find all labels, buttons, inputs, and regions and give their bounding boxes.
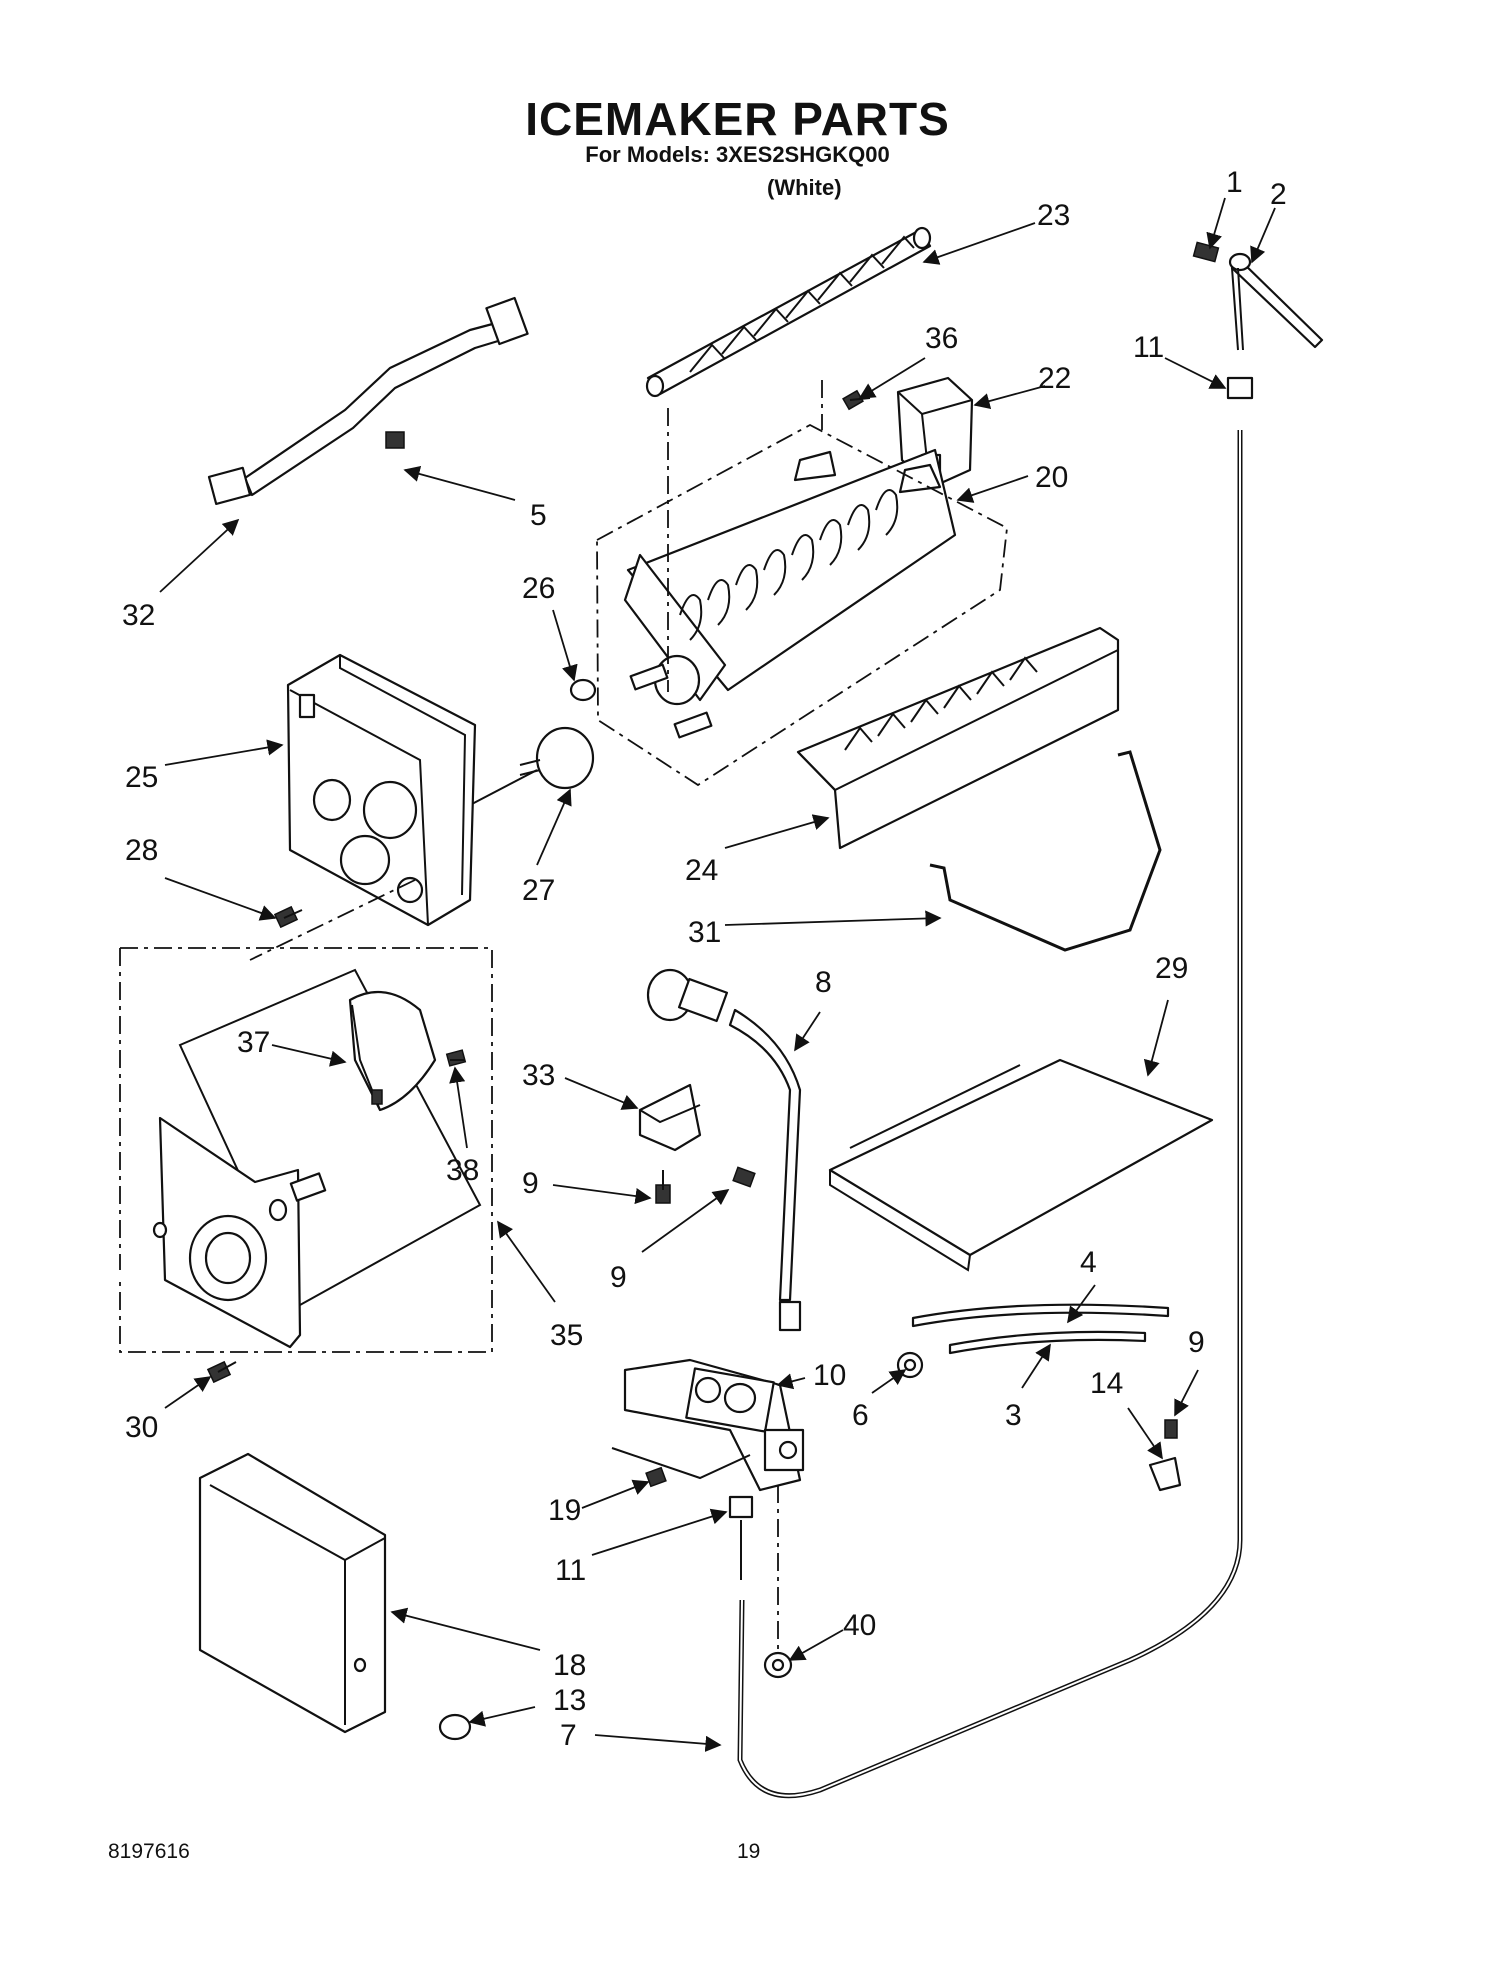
plug-part — [438, 1713, 472, 1741]
thermostat-part — [519, 678, 597, 790]
nut-11-lower — [728, 1495, 754, 1580]
control-housing-part — [286, 653, 477, 927]
bracket-part — [638, 1083, 702, 1152]
connector-wire — [469, 769, 538, 806]
color-variant: (White) — [767, 175, 842, 200]
screw-9b — [732, 1166, 756, 1188]
callout-38: 38 — [446, 1154, 479, 1187]
callout-1: 1 — [1226, 166, 1243, 199]
callout-3: 3 — [1005, 1399, 1022, 1432]
screw-28 — [273, 905, 303, 929]
housing-centerline — [249, 879, 416, 961]
mold-part — [623, 448, 957, 739]
callout-20: 20 — [1035, 461, 1068, 494]
fill-tube-part — [1192, 241, 1324, 400]
module-assembly-outline — [119, 947, 493, 1353]
callout-19: 19 — [548, 1494, 581, 1527]
callout-13: 13 — [553, 1684, 586, 1717]
arm-part — [929, 750, 1162, 952]
water-line-tube-core — [738, 430, 1241, 1797]
callout-6: 6 — [852, 1399, 869, 1432]
tube-4 — [911, 1303, 1170, 1328]
callout-9-b: 9 — [610, 1261, 627, 1294]
callout-14: 14 — [1090, 1367, 1123, 1400]
wire-harness-part — [207, 296, 529, 506]
callout-28: 28 — [125, 834, 158, 867]
clamp-14 — [1148, 1419, 1182, 1492]
callout-24: 24 — [685, 854, 718, 887]
tube-3 — [948, 1330, 1147, 1355]
callout-32: 32 — [122, 599, 155, 632]
callout-11-bottom: 11 — [555, 1554, 586, 1587]
motor-part — [348, 990, 437, 1112]
callout-40: 40 — [843, 1609, 876, 1642]
page-title: ICEMAKER PARTS — [525, 93, 950, 145]
screw-9a — [655, 1170, 671, 1204]
callout-22: 22 — [1038, 362, 1071, 395]
callout-2: 2 — [1270, 178, 1287, 211]
callout-27: 27 — [522, 874, 555, 907]
callout-33: 33 — [522, 1059, 555, 1092]
screw-38 — [445, 1049, 467, 1067]
callout-7: 7 — [560, 1719, 577, 1752]
callout-4: 4 — [1080, 1246, 1097, 1279]
callout-30: 30 — [125, 1411, 158, 1444]
callout-25: 25 — [125, 761, 158, 794]
callout-23: 23 — [1037, 199, 1070, 232]
callout-9-c: 9 — [1188, 1326, 1205, 1359]
callout-26: 26 — [522, 572, 555, 605]
nut-40 — [763, 1651, 793, 1679]
callout-36: 36 — [925, 322, 958, 355]
valve-part — [611, 1358, 805, 1492]
shield-part — [828, 1058, 1214, 1272]
callout-leaders — [159, 197, 1276, 1752]
model-subtitle: For Models: 3XES2SHGKQ00 — [585, 142, 890, 167]
screw-19 — [645, 1466, 667, 1488]
page-number: 19 — [737, 1840, 761, 1863]
ejector-part — [645, 226, 932, 398]
stripper-part — [796, 626, 1120, 850]
callout-37: 37 — [237, 1026, 270, 1059]
callout-5: 5 — [530, 499, 547, 532]
document-number: 8197616 — [108, 1840, 190, 1863]
callout-10: 10 — [813, 1359, 846, 1392]
tube-part — [646, 968, 802, 1332]
callout-8: 8 — [815, 966, 832, 999]
callout-35: 35 — [550, 1319, 583, 1352]
callout-9-a: 9 — [522, 1167, 539, 1200]
cover-part — [198, 1452, 387, 1734]
callout-11-top: 11 — [1133, 331, 1164, 364]
module-part — [152, 1116, 327, 1349]
callout-labels: 1 2 11 23 36 22 20 5 32 26 25 27 28 24 3… — [122, 166, 1287, 1752]
callout-29: 29 — [1155, 952, 1188, 985]
callout-31: 31 — [688, 916, 721, 949]
mold-assembly-outline — [596, 423, 1008, 787]
callout-18: 18 — [553, 1649, 586, 1682]
screw-30 — [206, 1360, 237, 1384]
